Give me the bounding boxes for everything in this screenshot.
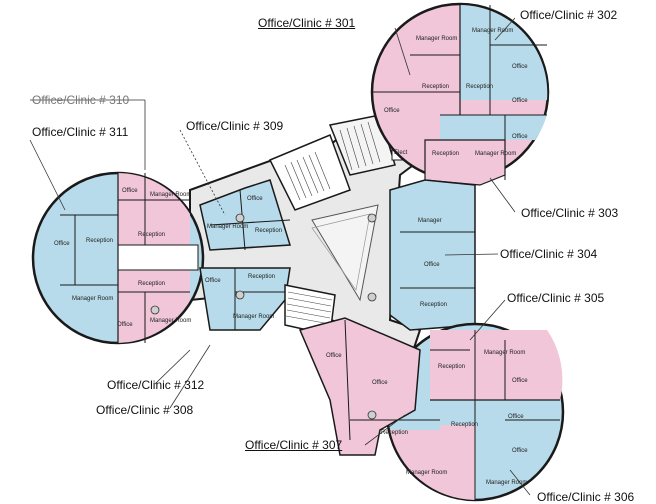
room-label-office: Office <box>512 134 528 140</box>
room-label-office: Office <box>117 322 133 328</box>
room-label-office: Office <box>424 262 440 268</box>
unit-303-area <box>424 139 506 186</box>
callout-308: Office/Clinic # 308 <box>96 403 194 417</box>
room-label-reception: Reception <box>432 151 459 157</box>
callout-301: Office/Clinic # 301 <box>258 16 356 30</box>
room-label-reception: Reception <box>255 228 282 234</box>
room-label-elect: Elect <box>394 150 408 156</box>
leader-lines <box>29 17 531 496</box>
central-lobby <box>311 204 379 302</box>
room-label-office: Office <box>512 98 528 104</box>
callout-302: Office/Clinic # 302 <box>520 8 618 22</box>
room-label-manager-room: Manager Room <box>207 224 248 230</box>
room-label-office: Office <box>384 108 400 114</box>
room-label-office: Office <box>508 414 524 420</box>
room-label-office: Office <box>122 188 138 194</box>
room-label-reception: Reception <box>438 364 465 370</box>
room-label-manager-room: Manager Room <box>484 350 525 356</box>
arm-309 <box>199 179 291 251</box>
room-label-office: Office <box>54 241 70 247</box>
bottom-right-circle-unit <box>385 322 565 502</box>
room-label-reception: Reception <box>381 430 408 436</box>
room-label-reception: Reception <box>420 302 447 308</box>
room-label-manager-room: Manager Room <box>406 470 447 476</box>
room-label-manager-room: Manager Room <box>475 151 516 157</box>
left-circle-unit <box>31 171 205 345</box>
callout-307: Office/Clinic # 307 <box>245 438 343 452</box>
unit-307 <box>298 317 440 456</box>
room-label-office: Office <box>512 378 528 384</box>
room-labels: Office Manager Room Reception Reception … <box>54 28 528 486</box>
room-label-manager-room: Manager Room <box>72 296 113 302</box>
room-label-office: Office <box>512 64 528 70</box>
room-label-manager-room: Manager Room <box>416 36 457 42</box>
callout-310: Office/Clinic # 310 <box>32 93 130 107</box>
callout-311: Office/Clinic # 311 <box>32 125 129 139</box>
callout-303: Office/Clinic # 303 <box>521 206 619 220</box>
room-label-office: Office <box>372 380 388 386</box>
lower-core <box>284 284 336 336</box>
callout-304: Office/Clinic # 304 <box>500 247 598 261</box>
callout-312: Office/Clinic # 312 <box>107 378 205 392</box>
room-label-reception: Reception <box>466 84 493 90</box>
room-label-manager: Manager <box>418 218 442 224</box>
room-label-reception: Reception <box>248 274 275 280</box>
top-right-circle-unit <box>370 2 550 182</box>
room-label-manager-room: Manager Room <box>150 192 191 198</box>
room-label-reception: Reception <box>86 238 113 244</box>
room-label-reception: Reception <box>138 232 165 238</box>
room-label-manager-room: Manager Room <box>472 28 513 34</box>
room-label-manager-room: Manager Room <box>150 318 191 324</box>
room-label-manager-room: Manager Room <box>486 480 527 486</box>
room-label-manager-room: Manager Room <box>233 314 274 320</box>
callout-306: Office/Clinic # 306 <box>537 490 635 504</box>
callout-305: Office/Clinic # 305 <box>507 291 605 305</box>
room-label-office: Office <box>512 448 528 454</box>
room-label-office: Office <box>247 196 263 202</box>
room-label-office: Office <box>326 353 342 359</box>
room-label-reception: Reception <box>451 422 478 428</box>
arm-308 <box>199 267 291 331</box>
callout-309: Office/Clinic # 309 <box>186 119 284 133</box>
room-label-office: Office <box>205 278 221 284</box>
unit-304 <box>389 179 476 331</box>
room-label-reception: Reception <box>138 281 165 287</box>
columns <box>150 213 377 420</box>
room-label-reception: Reception <box>422 84 449 90</box>
